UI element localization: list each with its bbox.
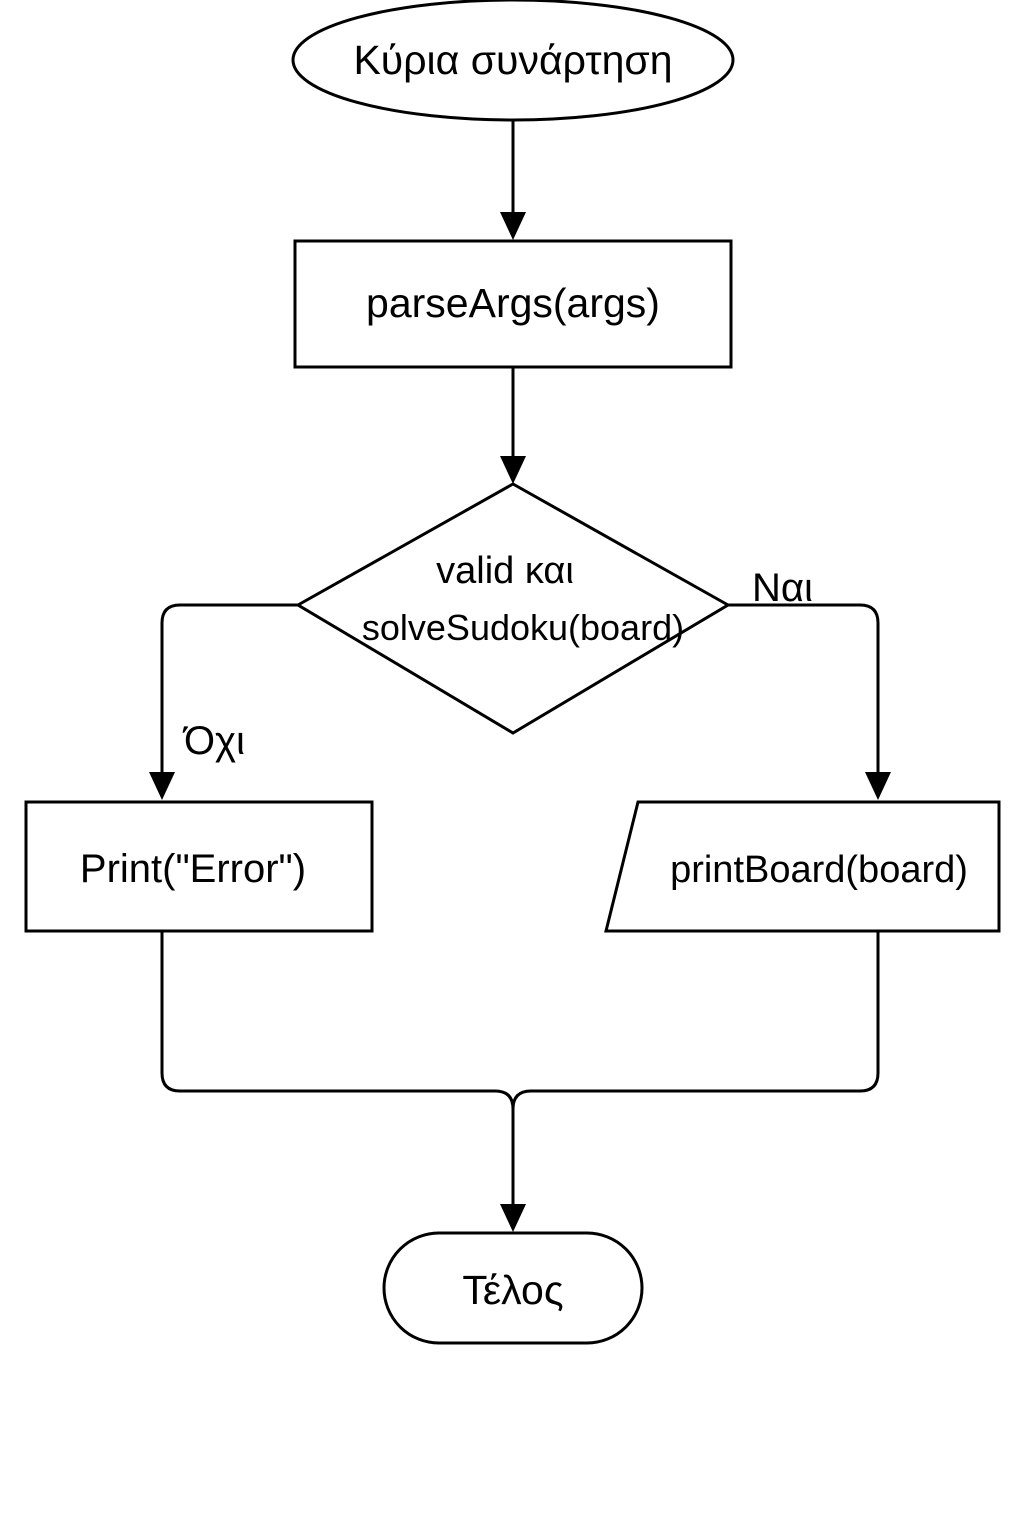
end-terminator — [382, 1231, 644, 1345]
end-node: Τέλος — [382, 1231, 644, 1345]
print-board-node: printBoard(board) — [604, 800, 1001, 933]
arrowhead-start-to-parse — [500, 212, 526, 240]
end-label: Τέλος — [462, 1267, 563, 1313]
decision-label-line2: solveSudoku(board) — [362, 607, 684, 648]
arrow-decision-to-error — [160, 603, 298, 774]
arrowhead-decision-to-print-board — [865, 772, 891, 800]
error-node: Print("Error") — [24, 800, 374, 933]
decision-label-line1: valid και — [436, 550, 574, 592]
decision-diamond — [295, 482, 731, 735]
parse-args-node: parseArgs(args) — [293, 239, 733, 369]
start-label: Κύρια συνάρτηση — [353, 37, 672, 83]
arrowhead-parse-to-decision — [500, 456, 526, 484]
branch-yes-label: Ναι — [752, 566, 813, 610]
arrow-decision-to-print-board — [728, 603, 880, 774]
parse-args-label: parseArgs(args) — [366, 280, 660, 326]
error-label: Print("Error") — [80, 847, 306, 891]
print-board-label: printBoard(board) — [670, 849, 968, 891]
arrow-print-board-to-merge — [511, 931, 880, 1110]
branch-no-label: Όχι — [182, 719, 245, 763]
start-ellipse — [291, 0, 735, 122]
start-node: Κύρια συνάρτηση — [291, 0, 735, 122]
print-board-parallelogram — [604, 800, 1001, 933]
parse-args-box — [293, 239, 733, 369]
error-box — [24, 800, 374, 933]
arrow-error-to-merge — [160, 931, 515, 1110]
connectors — [149, 120, 891, 1232]
decision-node: valid και solveSudoku(board) — [295, 482, 731, 735]
arrowhead-decision-to-error — [149, 772, 175, 800]
arrowhead-merge-to-end — [500, 1204, 526, 1232]
